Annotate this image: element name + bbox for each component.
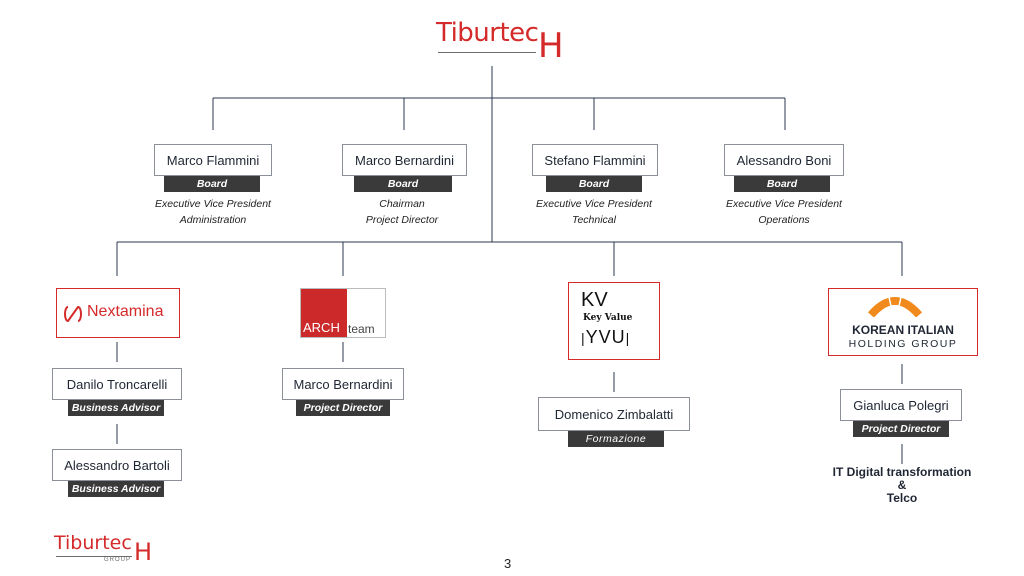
globe-icon	[867, 296, 923, 317]
person-tag: Business Advisor	[68, 400, 164, 416]
nextamina-logo: Nextamina	[56, 288, 180, 338]
board-member-card: Marco Bernardini	[342, 144, 467, 176]
korean-logo-line2: HOLDING GROUP	[848, 338, 958, 350]
board-member-card: Marco Flammini	[154, 144, 272, 176]
korean-italian-logo: KOREAN ITALIAN HOLDING GROUP	[828, 288, 978, 356]
tag-label: Board	[578, 178, 610, 190]
note-line: &	[897, 478, 907, 492]
person-card: Danilo Troncarelli	[52, 368, 182, 400]
person-name: Marco Bernardini	[355, 152, 454, 168]
archteam-logo: ARCH team	[300, 288, 386, 338]
board-tag: Board	[354, 176, 452, 192]
barcode-icon: |YVU|	[581, 327, 631, 347]
person-card: Marco Bernardini	[282, 368, 404, 400]
korean-note: IT Digital transformation & Telco	[802, 466, 1002, 505]
tag-label: Board	[766, 178, 798, 190]
role-line: Executive Vice President	[155, 198, 271, 210]
role-line: Administration	[179, 214, 247, 226]
person-name: Marco Bernardini	[293, 376, 393, 392]
person-card: Gianluca Polegri	[840, 389, 962, 421]
person-name: Danilo Troncarelli	[66, 376, 168, 392]
logo-text-suffix: H	[538, 26, 564, 66]
role-line: Operations	[758, 214, 810, 226]
note-line: Telco	[886, 491, 918, 505]
role-line: Chairman	[379, 198, 425, 210]
role-line: Executive Vice President	[536, 198, 652, 210]
person-tag: Project Director	[853, 421, 949, 437]
person-name: Alessandro Bartoli	[64, 457, 170, 473]
board-tag: Board	[164, 176, 260, 192]
nextamina-logo-text: Nextamina	[87, 303, 164, 320]
archteam-logo-a: ARCH	[303, 320, 340, 335]
board-member-card: Stefano Flammini	[532, 144, 658, 176]
logo-text-main: Tiburtec	[436, 18, 539, 48]
footer-logo-group: GROUP	[104, 557, 132, 563]
page-number-text: 3	[504, 556, 512, 571]
footer-logo-text: Tiburtec	[54, 532, 132, 554]
person-card: Alessandro Bartoli	[52, 449, 182, 481]
person-tag: Business Advisor	[68, 481, 164, 497]
person-name: Marco Flammini	[166, 152, 260, 168]
keyvalue-kv: KV	[581, 289, 608, 311]
keyvalue-code: YVU	[585, 327, 626, 347]
role-line: Technical	[572, 214, 616, 226]
role-line: Executive Vice President	[726, 198, 842, 210]
korean-logo-line1: KOREAN ITALIAN	[852, 323, 954, 337]
tag-label: Business Advisor	[71, 483, 161, 495]
tag-label: Board	[387, 178, 419, 190]
logo-rule	[438, 52, 536, 53]
person-card: Domenico Zimbalatti	[538, 397, 690, 431]
board-tag: Board	[734, 176, 830, 192]
page-number: 3	[504, 556, 511, 571]
footer-logo-rule	[56, 556, 132, 557]
archteam-logo-b: team	[348, 322, 375, 336]
person-name: Domenico Zimbalatti	[554, 406, 674, 422]
archteam-red-square	[301, 289, 347, 337]
keyvalue-sub: Key Value	[583, 313, 633, 323]
board-member-card: Alessandro Boni	[724, 144, 844, 176]
board-tag: Board	[546, 176, 642, 192]
top-logo: Tiburtec H	[436, 18, 566, 66]
keyvalue-logo: KV Key Value |YVU|	[568, 282, 660, 360]
tag-label: Board	[196, 178, 228, 190]
footer-logo: Tiburtec H GROUP	[54, 532, 158, 568]
role-line: Project Director	[365, 214, 439, 226]
person-tag: Project Director	[296, 400, 390, 416]
person-tag: Formazione	[568, 431, 664, 447]
tag-label: Project Director	[303, 402, 383, 414]
person-name: Gianluca Polegri	[853, 397, 949, 413]
person-name: Stefano Flammini	[544, 152, 646, 168]
tag-label: Project Director	[861, 423, 941, 435]
person-name: Alessandro Boni	[736, 152, 832, 168]
nextamina-mark-icon	[64, 305, 82, 323]
footer-logo-suffix: H	[134, 538, 153, 566]
note-line: IT Digital transformation	[832, 465, 972, 479]
tag-label: Business Advisor	[71, 402, 161, 414]
tag-label: Formazione	[585, 433, 647, 445]
